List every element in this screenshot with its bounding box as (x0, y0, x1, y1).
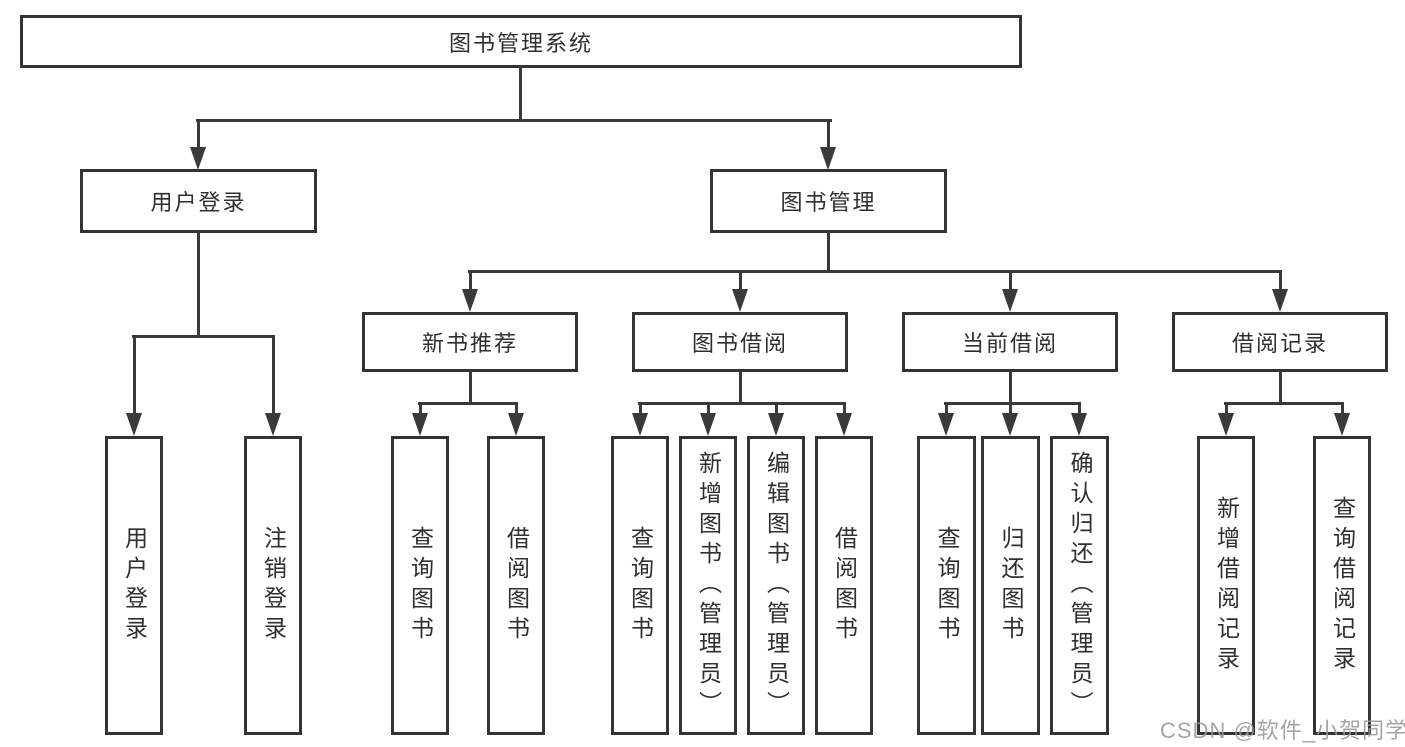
connector-vline (133, 335, 136, 413)
arrow-down-icon (1334, 413, 1350, 436)
connector-hline (944, 402, 1081, 405)
connector-vline (1341, 402, 1344, 413)
leaf-confirm-return-admin: 确认归还（管理员） (1050, 436, 1109, 735)
arrow-down-icon (632, 413, 648, 436)
node-label: 用户登录 (150, 190, 247, 215)
connector-vline (843, 402, 846, 413)
connector-vline (419, 402, 422, 413)
connector-vline (1009, 402, 1012, 413)
leaf-label: 用户登录 (121, 525, 148, 646)
leaf-label: 新增借阅记录 (1213, 495, 1240, 676)
leaf-add-books-admin: 新增图书（管理员） (679, 436, 737, 735)
leaf-borrow-books: 借阅图书 (815, 436, 873, 735)
connector-vline (515, 402, 518, 413)
arrow-down-icon (508, 413, 524, 436)
node-label: 当前借阅 (961, 331, 1058, 356)
connector-vline (1009, 270, 1012, 289)
leaf-query-books-recommend: 查询图书 (391, 436, 449, 735)
leaf-label: 编辑图书（管理员） (763, 450, 790, 721)
node-label: 新书推荐 (421, 331, 518, 356)
connector-hline (418, 402, 518, 405)
connector-hline (468, 270, 1282, 273)
arrow-down-icon (1272, 289, 1288, 312)
connector-vline (945, 402, 948, 413)
leaf-query-books-borrow: 查询图书 (611, 436, 669, 735)
connector-vline (739, 270, 742, 289)
node-library-management-system: 图书管理系统 (20, 15, 1022, 68)
connector-vline (469, 270, 472, 289)
arrow-down-icon (836, 413, 852, 436)
leaf-label: 确认归还（管理员） (1067, 450, 1093, 721)
connector-hline (1224, 402, 1344, 405)
node-borrowing-records: 借阅记录 (1172, 312, 1388, 372)
node-user-login: 用户登录 (80, 169, 317, 233)
leaf-return-books: 归还图书 (981, 436, 1040, 735)
leaf-label: 查询图书 (934, 525, 960, 646)
connector-vline (519, 66, 522, 122)
arrow-down-icon (265, 413, 281, 436)
leaf-label: 查询借阅记录 (1329, 495, 1356, 676)
node-book-borrowing: 图书借阅 (632, 312, 848, 372)
connector-vline (775, 402, 778, 413)
connector-vline (827, 119, 830, 149)
node-book-management: 图书管理 (710, 169, 947, 233)
connector-vline (469, 371, 472, 405)
leaf-label: 借阅图书 (503, 525, 530, 646)
arrow-down-icon (190, 147, 206, 170)
connector-vline (1225, 402, 1228, 413)
arrow-down-icon (412, 413, 428, 436)
leaf-label: 查询图书 (627, 525, 654, 646)
connector-vline (707, 402, 710, 413)
connector-vline (639, 402, 642, 413)
connector-vline (739, 371, 742, 405)
leaf-logout: 注销登录 (244, 436, 302, 735)
leaf-label: 归还图书 (998, 525, 1024, 646)
node-label: 图书管理系统 (448, 30, 593, 56)
arrow-down-icon (1002, 413, 1018, 436)
leaf-query-borrow-record: 查询借阅记录 (1313, 436, 1371, 735)
connector-hline (196, 119, 832, 122)
leaf-borrow-books-recommend: 借阅图书 (487, 436, 545, 735)
arrow-down-icon (1002, 289, 1018, 312)
connector-vline (1078, 402, 1081, 413)
connector-vline (827, 232, 830, 273)
arrow-down-icon (938, 413, 954, 436)
arrow-down-icon (768, 413, 784, 436)
connector-vline (197, 119, 200, 149)
leaf-label: 查询图书 (407, 525, 434, 646)
arrow-down-icon (820, 147, 836, 170)
connector-vline (1009, 371, 1012, 405)
csdn-watermark: CSDN @软件_小贺同学 (1160, 718, 1405, 743)
leaf-user-login: 用户登录 (105, 436, 163, 735)
connector-vline (197, 232, 200, 338)
connector-vline (272, 335, 275, 413)
connector-hline (638, 402, 846, 405)
arrow-down-icon (1071, 413, 1087, 436)
node-new-book-recommend: 新书推荐 (362, 312, 578, 372)
arrow-down-icon (1218, 413, 1234, 436)
leaf-label: 新增图书（管理员） (695, 450, 722, 721)
leaf-add-borrow-record: 新增借阅记录 (1197, 436, 1255, 735)
leaf-edit-books-admin: 编辑图书（管理员） (747, 436, 805, 735)
arrow-down-icon (700, 413, 716, 436)
connector-vline (1279, 371, 1282, 405)
node-current-borrowing: 当前借阅 (902, 312, 1118, 372)
arrow-down-icon (462, 289, 478, 312)
connector-vline (1279, 270, 1282, 289)
node-label: 图书借阅 (691, 331, 788, 356)
leaf-query-books-current: 查询图书 (917, 436, 976, 735)
leaf-label: 借阅图书 (831, 525, 858, 646)
leaf-label: 注销登录 (260, 525, 287, 646)
arrow-down-icon (126, 413, 142, 436)
node-label: 图书管理 (780, 190, 877, 215)
node-label: 借阅记录 (1231, 331, 1328, 356)
connector-hline (132, 335, 275, 338)
arrow-down-icon (732, 289, 748, 312)
